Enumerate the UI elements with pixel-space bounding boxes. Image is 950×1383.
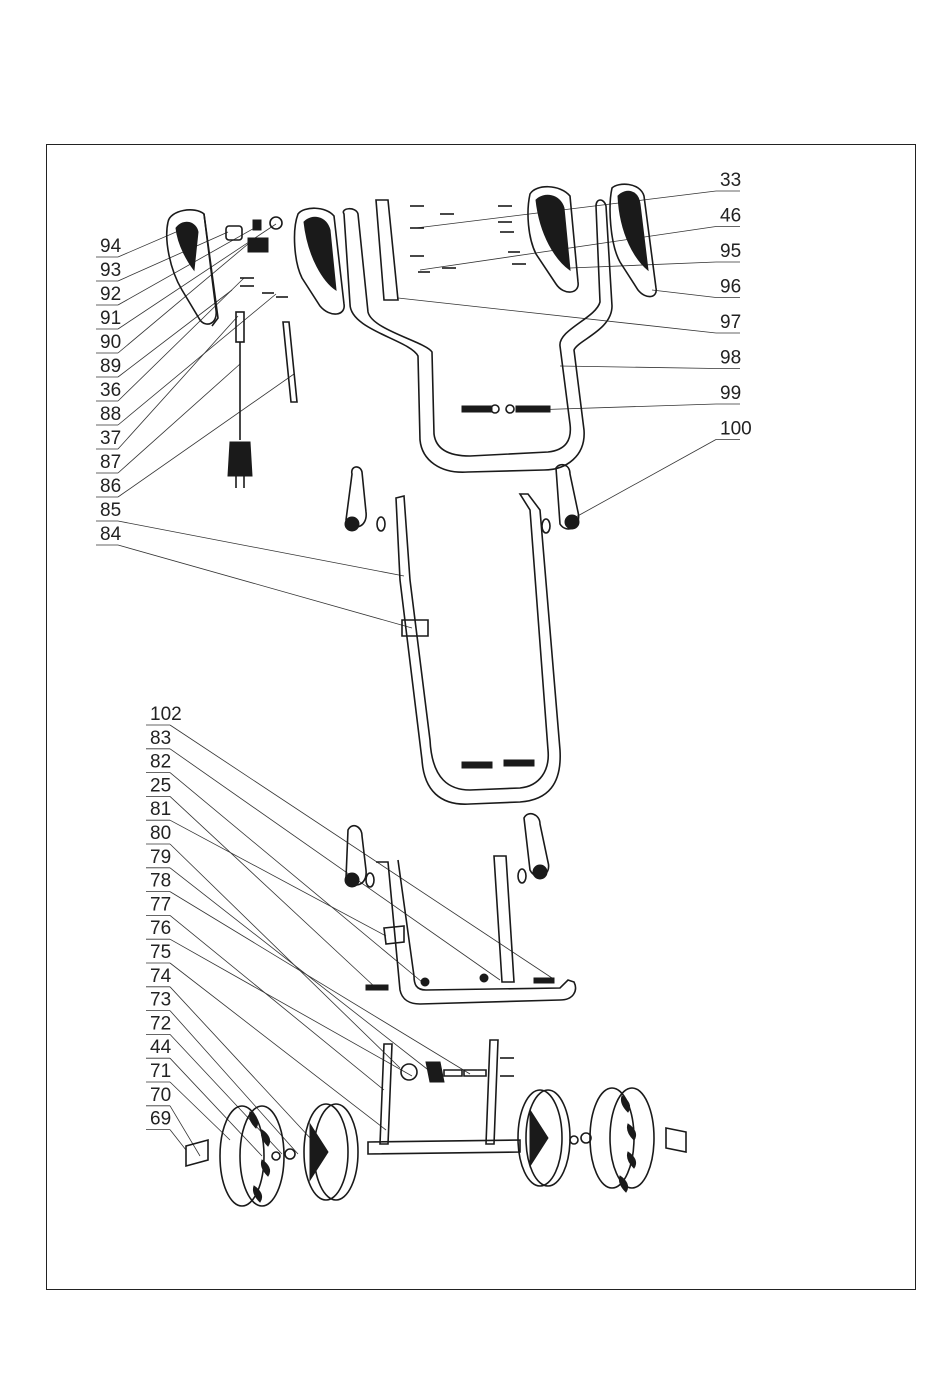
leader-line (118, 278, 244, 401)
leader-line (170, 939, 412, 1076)
leader-line (170, 773, 422, 982)
screws-row-top (410, 206, 526, 272)
callout-label-76: 76 (150, 918, 171, 939)
callout-label-97: 97 (720, 312, 741, 333)
callout-label-78: 78 (150, 871, 171, 892)
leader-line (170, 868, 436, 1076)
callout-label-33: 33 (720, 170, 741, 191)
leader-line (118, 374, 294, 497)
callout-label-91: 91 (100, 308, 121, 329)
callout-label-86: 86 (100, 476, 121, 497)
leader-line (416, 191, 716, 228)
callout-label-90: 90 (100, 332, 121, 353)
callout-label-100: 100 (720, 419, 752, 440)
callout-label-80: 80 (150, 823, 171, 844)
leader-line (118, 364, 240, 473)
callout-label-98: 98 (720, 348, 741, 369)
callout-labels: 94 93 92 91 90 89 36 88 37 87 86 85 84 33 46 95 96 97 98 99… (96, 170, 752, 1156)
callout-label-94: 94 (100, 236, 122, 257)
left-handle-assembly (167, 208, 344, 488)
callout-label-44: 44 (150, 1037, 172, 1058)
leader-line (118, 521, 404, 576)
callout-label-93: 93 (100, 260, 121, 281)
callout-label-25: 25 (150, 775, 171, 796)
callout-label-46: 46 (720, 206, 741, 227)
callout-label-71: 71 (150, 1061, 171, 1082)
callout-label-70: 70 (150, 1085, 171, 1106)
leader-line (398, 298, 716, 333)
callout-label-99: 99 (720, 383, 741, 404)
leader-line (560, 366, 716, 369)
callout-label-73: 73 (150, 990, 171, 1011)
callout-label-96: 96 (720, 277, 741, 298)
wheel-left-inner (304, 1104, 358, 1200)
upper-handle-assembly (343, 184, 656, 472)
callout-label-81: 81 (150, 799, 171, 820)
lower-frame-assembly (186, 814, 686, 1206)
callout-label-92: 92 (100, 284, 121, 305)
leader-line (170, 1082, 230, 1140)
callout-label-37: 37 (100, 428, 121, 449)
middle-handle-assembly (345, 465, 579, 805)
leader-line (170, 1011, 298, 1154)
leader-line (170, 915, 384, 1090)
callout-label-87: 87 (100, 452, 121, 473)
wheel-right-inner (518, 1090, 570, 1186)
callout-label-77: 77 (150, 894, 171, 915)
leader-line (530, 404, 716, 410)
callout-label-75: 75 (150, 942, 171, 963)
callout-label-89: 89 (100, 356, 121, 377)
callout-label-85: 85 (100, 500, 121, 521)
wheel-right-outer (590, 1088, 654, 1192)
callout-label-84: 84 (100, 524, 122, 545)
callout-label-79: 79 (150, 847, 171, 868)
callout-label-74: 74 (150, 966, 172, 987)
callout-label-72: 72 (150, 1013, 171, 1034)
callout-label-83: 83 (150, 728, 171, 749)
leader-line (652, 290, 716, 298)
callout-label-69: 69 (150, 1109, 171, 1130)
callout-label-95: 95 (720, 241, 741, 262)
leader-line (118, 316, 238, 449)
leader-line (170, 987, 312, 1140)
callout-label-102: 102 (150, 704, 182, 725)
leader-line (170, 749, 500, 980)
callout-label-82: 82 (150, 752, 171, 773)
callout-label-36: 36 (100, 380, 121, 401)
leader-line (574, 440, 716, 519)
callout-label-88: 88 (100, 404, 121, 425)
leader-line (170, 725, 552, 978)
leader-line (118, 244, 248, 353)
leader-line (118, 545, 412, 628)
leader-line (170, 1130, 186, 1150)
